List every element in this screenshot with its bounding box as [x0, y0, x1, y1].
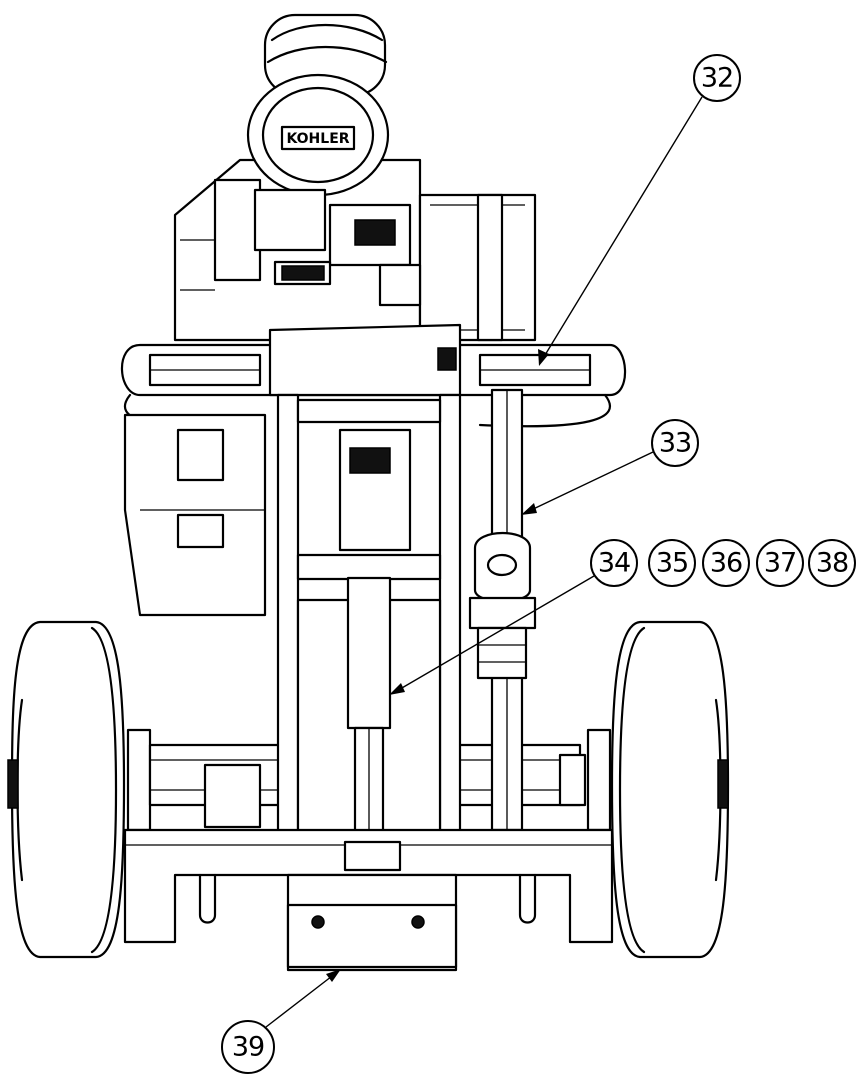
- left-wheel: [7, 620, 126, 959]
- callout-36: 36: [702, 539, 750, 587]
- main-mast: [276, 393, 462, 840]
- leader-33: [526, 451, 654, 513]
- callout-39-label: 39: [232, 1032, 264, 1063]
- leader-34: [394, 575, 595, 693]
- callout-38-label: 38: [816, 548, 848, 579]
- callout-35-label: 35: [656, 548, 688, 579]
- leader-39-arrow: [326, 969, 341, 982]
- callout-37-label: 37: [764, 548, 796, 579]
- callout-35: 35: [648, 539, 696, 587]
- callout-32: 32: [693, 54, 741, 102]
- callout-33: 33: [651, 419, 699, 467]
- left-shroud: [123, 413, 267, 617]
- callout-34-label: 34: [598, 548, 630, 579]
- callout-37: 37: [756, 539, 804, 587]
- engine: KOHLER: [173, 13, 537, 342]
- callout-36-label: 36: [710, 548, 742, 579]
- base-frame: [123, 828, 614, 972]
- right-wheel: [610, 620, 730, 959]
- callout-33-label: 33: [659, 428, 691, 459]
- callout-39: 39: [221, 1020, 275, 1074]
- engine-brand-label: KOHLER: [286, 131, 349, 147]
- callout-38: 38: [808, 539, 856, 587]
- leader-33-arrow: [521, 503, 537, 515]
- callout-32-label: 32: [701, 63, 733, 94]
- leader-32: [541, 96, 703, 361]
- callout-34: 34: [590, 539, 638, 587]
- leader-32-arrow: [538, 349, 549, 366]
- leader-34-arrow: [389, 683, 405, 695]
- right-pump-stack: [468, 388, 537, 832]
- leader-39: [265, 972, 337, 1028]
